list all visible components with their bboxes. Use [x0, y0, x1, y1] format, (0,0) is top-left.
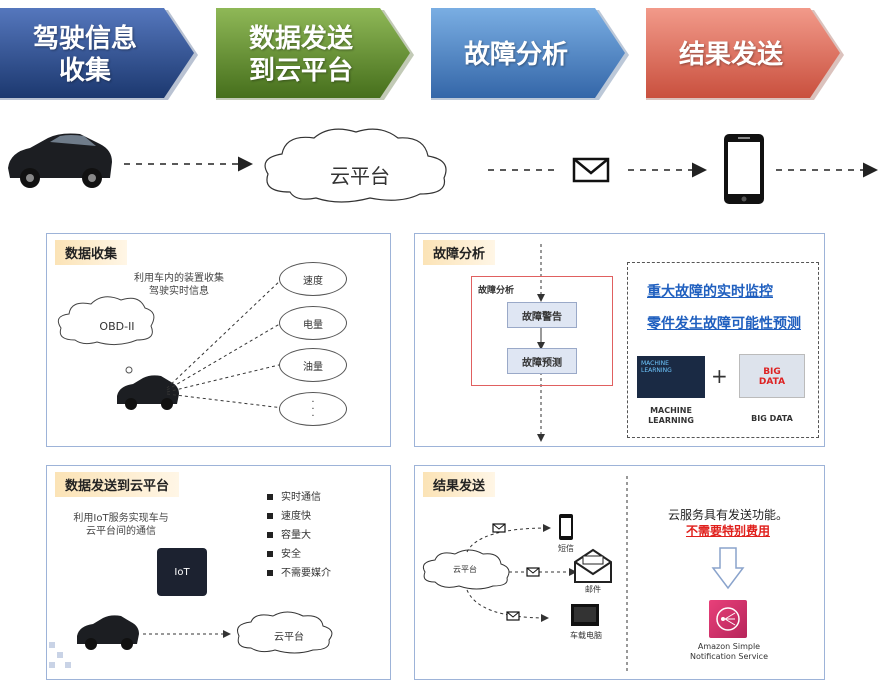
analysis-inner-title: 故障分析: [478, 286, 515, 296]
flow-row: [8, 128, 878, 204]
panel-collect-title: 数据收集: [55, 240, 128, 265]
collect-item-battery: 电量: [279, 306, 347, 340]
result-note-1: 云服务具有发送功能。: [667, 508, 788, 522]
step-1-label: 驾驶信息 收集: [32, 24, 137, 86]
analysis-headline-2: 零件发生故障可能性预测: [647, 316, 801, 332]
result-envelope-icon: [506, 611, 520, 621]
analysis-inner-box: 故障分析: [471, 276, 613, 386]
result-envelope-icon: [492, 523, 506, 533]
feature-item: 不需要媒介: [267, 564, 331, 583]
panel-result-send: 结果发送 短信 邮件 车载电脑 云平台 云服务具有发送功能。 不需要特别费用 A…: [414, 465, 825, 680]
feature-item: 容量大: [267, 526, 331, 545]
result-cloud-label: 云平台: [453, 565, 477, 574]
iot-icon: IoT: [157, 548, 207, 596]
result-note-2: 不需要特别费用: [685, 524, 770, 538]
flow-cloud-label: 云平台: [330, 164, 390, 188]
result-diagram: [422, 476, 628, 672]
phone-icon: [724, 134, 764, 204]
step-4-chevron: 结果发送: [646, 8, 846, 102]
envelope-icon: [572, 157, 610, 183]
feature-item: 安全: [267, 545, 331, 564]
collect-desc: 利用车内的装置收集 驾驶实时信息: [134, 273, 224, 297]
send-feature-list: 实时通信 速度快 容量大 安全 不需要媒介: [267, 488, 331, 583]
car-computer-icon: [571, 604, 599, 626]
target-car-computer-label: 车载电脑: [570, 631, 602, 640]
big-data-icon: BIG DATA: [739, 354, 805, 398]
obd-cloud-icon: [57, 296, 155, 346]
step-2-label: 数据发送 到云平台: [248, 24, 353, 86]
sms-phone-icon: [559, 514, 573, 540]
result-cloud-icon: [422, 549, 510, 590]
sns-label: Amazon Simple Notification Service: [689, 642, 768, 661]
mail-icon: [574, 548, 612, 583]
step-3-chevron: 故障分析: [431, 8, 631, 102]
target-mail-label: 邮件: [585, 585, 601, 594]
collect-item-fuel: 油量: [279, 348, 347, 382]
send-car-icon: [77, 615, 139, 650]
analysis-tech-box: [627, 262, 819, 438]
down-arrow-icon: [711, 547, 745, 590]
send-diagram: [49, 611, 333, 668]
fault-prediction-box: 故障预测: [507, 348, 577, 374]
collect-car-icon: [117, 375, 179, 410]
panel-send-title: 数据发送到云平台: [55, 472, 180, 497]
send-cloud-icon: [237, 611, 333, 654]
step-3-label: 故障分析: [463, 40, 568, 70]
analysis-headline-1: 重大故障的实时监控: [647, 284, 773, 300]
collect-diagram: [57, 277, 284, 410]
analysis-arrows: [537, 244, 545, 442]
collect-item-more: · · ·: [279, 392, 347, 426]
machine-learning-label: MACHINE LEARNING: [648, 406, 694, 425]
car-icon: [8, 133, 112, 188]
step-2-chevron: 数据发送 到云平台: [216, 8, 416, 102]
plus-sign: +: [711, 364, 728, 388]
step-1-chevron: 驾驶信息 收集: [0, 8, 200, 102]
result-envelope-icon: [526, 567, 540, 577]
panel-data-collection: 数据收集 利用车内的装置收集 驾驶实时信息 OBD-II 速度 电量 油量 · …: [46, 233, 391, 447]
target-sms-label: 短信: [558, 544, 574, 553]
send-desc: 利用IoT服务实现车与 云平台间的通信: [73, 513, 169, 537]
send-cloud-label: 云平台: [274, 632, 304, 643]
panel-fault-analysis: 故障分析 故障分析 故障警告 故障预测 重大故障的实时监控 零件发生故障可能性预…: [414, 233, 825, 447]
feature-item: 实时通信: [267, 488, 331, 507]
cloud-icon: [264, 128, 447, 203]
fault-warning-box: 故障警告: [507, 302, 577, 328]
machine-learning-icon: MACHINE LEARNING: [637, 356, 705, 398]
feature-item: 速度快: [267, 507, 331, 526]
panel-send-to-cloud: 数据发送到云平台 利用IoT服务实现车与 云平台间的通信 IoT 实时通信 速度…: [46, 465, 391, 680]
sns-icon: [709, 600, 747, 638]
collect-item-speed: 速度: [279, 262, 347, 296]
obd-label: OBD-II: [99, 320, 135, 333]
big-data-label: BIG DATA: [751, 414, 793, 423]
panel-result-title: 结果发送: [423, 472, 496, 497]
step-4-label: 结果发送: [678, 40, 783, 70]
panel-analysis-title: 故障分析: [423, 240, 496, 265]
